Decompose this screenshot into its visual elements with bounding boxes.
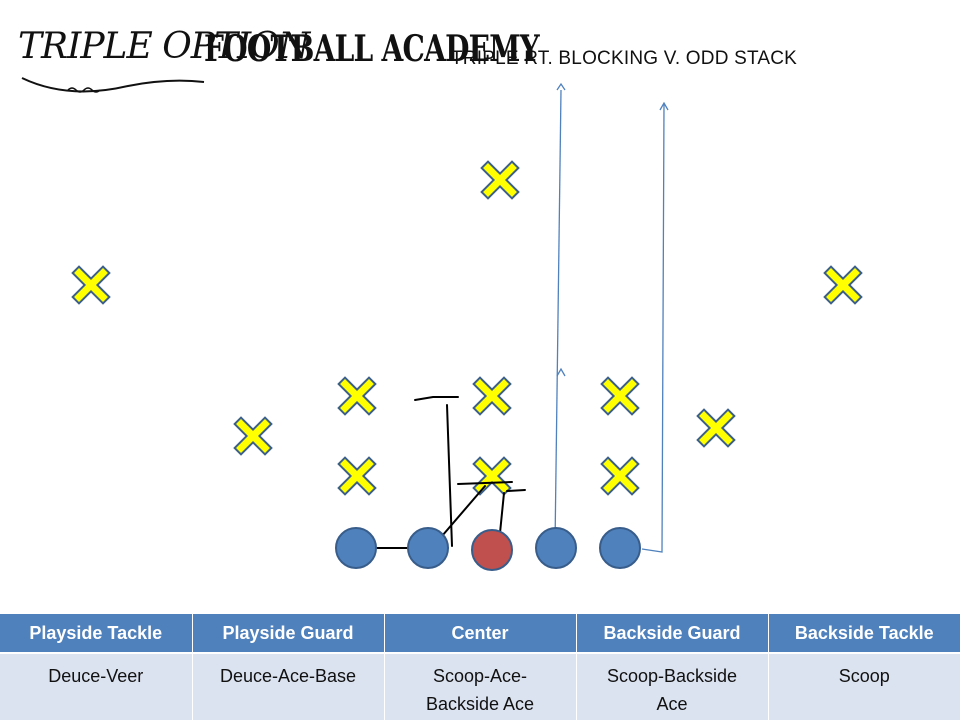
guard-block-cap bbox=[414, 396, 459, 401]
defender-x-icon bbox=[480, 464, 504, 488]
backside-block-cap bbox=[506, 489, 526, 492]
table-cell: Scoop-Ace- Backside Ace bbox=[384, 653, 577, 720]
table-cell: Deuce-Ace-Base bbox=[192, 653, 385, 720]
cell-line: Deuce-Veer bbox=[48, 666, 144, 686]
defender-x-icon bbox=[79, 273, 103, 297]
route-arrowhead-icon bbox=[556, 367, 566, 377]
table-cell: Scoop bbox=[768, 653, 960, 720]
logo-text-triple-option: TRIPLE OPTION bbox=[18, 26, 310, 67]
backside-guard-circle bbox=[535, 527, 577, 569]
table-header: Backside Guard bbox=[576, 614, 769, 654]
defender-x-icon bbox=[608, 464, 632, 488]
playside-guard-circle bbox=[407, 527, 449, 569]
defender-x-icon bbox=[704, 416, 728, 440]
table-row: Deuce-Veer Deuce-Ace-Base Scoop-Ace- Bac… bbox=[0, 653, 960, 720]
route-lines bbox=[554, 82, 669, 553]
defender-x-icon bbox=[488, 168, 512, 192]
play-diagram bbox=[0, 82, 960, 571]
route-arrowhead-icon bbox=[659, 101, 669, 111]
table-header-row: Playside Tackle Playside Guard Center Ba… bbox=[0, 614, 960, 654]
offensive-line bbox=[335, 527, 641, 571]
cell-line: Deuce-Ace-Base bbox=[219, 666, 357, 686]
table-cell: Scoop-Backside Ace bbox=[576, 653, 769, 720]
table-header: Center bbox=[384, 614, 577, 654]
table-header: Playside Guard bbox=[192, 614, 385, 654]
backside-tackle-route-line bbox=[641, 103, 665, 553]
logo-swoosh-icon bbox=[21, 77, 205, 93]
defender-x-icon bbox=[345, 464, 369, 488]
playside-tackle-circle bbox=[335, 527, 377, 569]
table-header: Playside Tackle bbox=[0, 614, 193, 654]
defender-x-icon bbox=[831, 273, 855, 297]
cell-line: Scoop-Backside bbox=[606, 666, 738, 686]
center-ace-line bbox=[435, 485, 486, 544]
cell-line: Backside Ace bbox=[425, 694, 535, 714]
center-block-cap bbox=[457, 481, 513, 485]
backside-tackle-circle bbox=[599, 527, 641, 569]
guard-block-line bbox=[446, 404, 453, 547]
backside-guard-route-line bbox=[554, 89, 562, 546]
route-arrowhead-icon bbox=[556, 82, 566, 91]
cell-line: Scoop bbox=[838, 666, 890, 686]
page-title: TRIPLE RT. BLOCKING V. ODD STACK bbox=[451, 48, 798, 69]
center-circle bbox=[471, 529, 513, 571]
logo-text-football-academy: FOOTBALL ACADEMY bbox=[204, 28, 540, 70]
defender-x-icon bbox=[480, 384, 504, 408]
logo: TRIPLE OPTION FOOTBALL ACADEMY bbox=[8, 8, 540, 96]
defender-x-icon bbox=[241, 424, 265, 448]
cell-line: Ace bbox=[656, 694, 688, 714]
blocking-assignments-table: Playside Tackle Playside Guard Center Ba… bbox=[0, 614, 960, 720]
defender-x-icon bbox=[345, 384, 369, 408]
center-backside-line bbox=[499, 492, 505, 534]
cell-line: Scoop-Ace- bbox=[432, 666, 528, 686]
table-cell: Deuce-Veer bbox=[0, 653, 193, 720]
defender-x-icon bbox=[608, 384, 632, 408]
table-header: Backside Tackle bbox=[768, 614, 960, 654]
